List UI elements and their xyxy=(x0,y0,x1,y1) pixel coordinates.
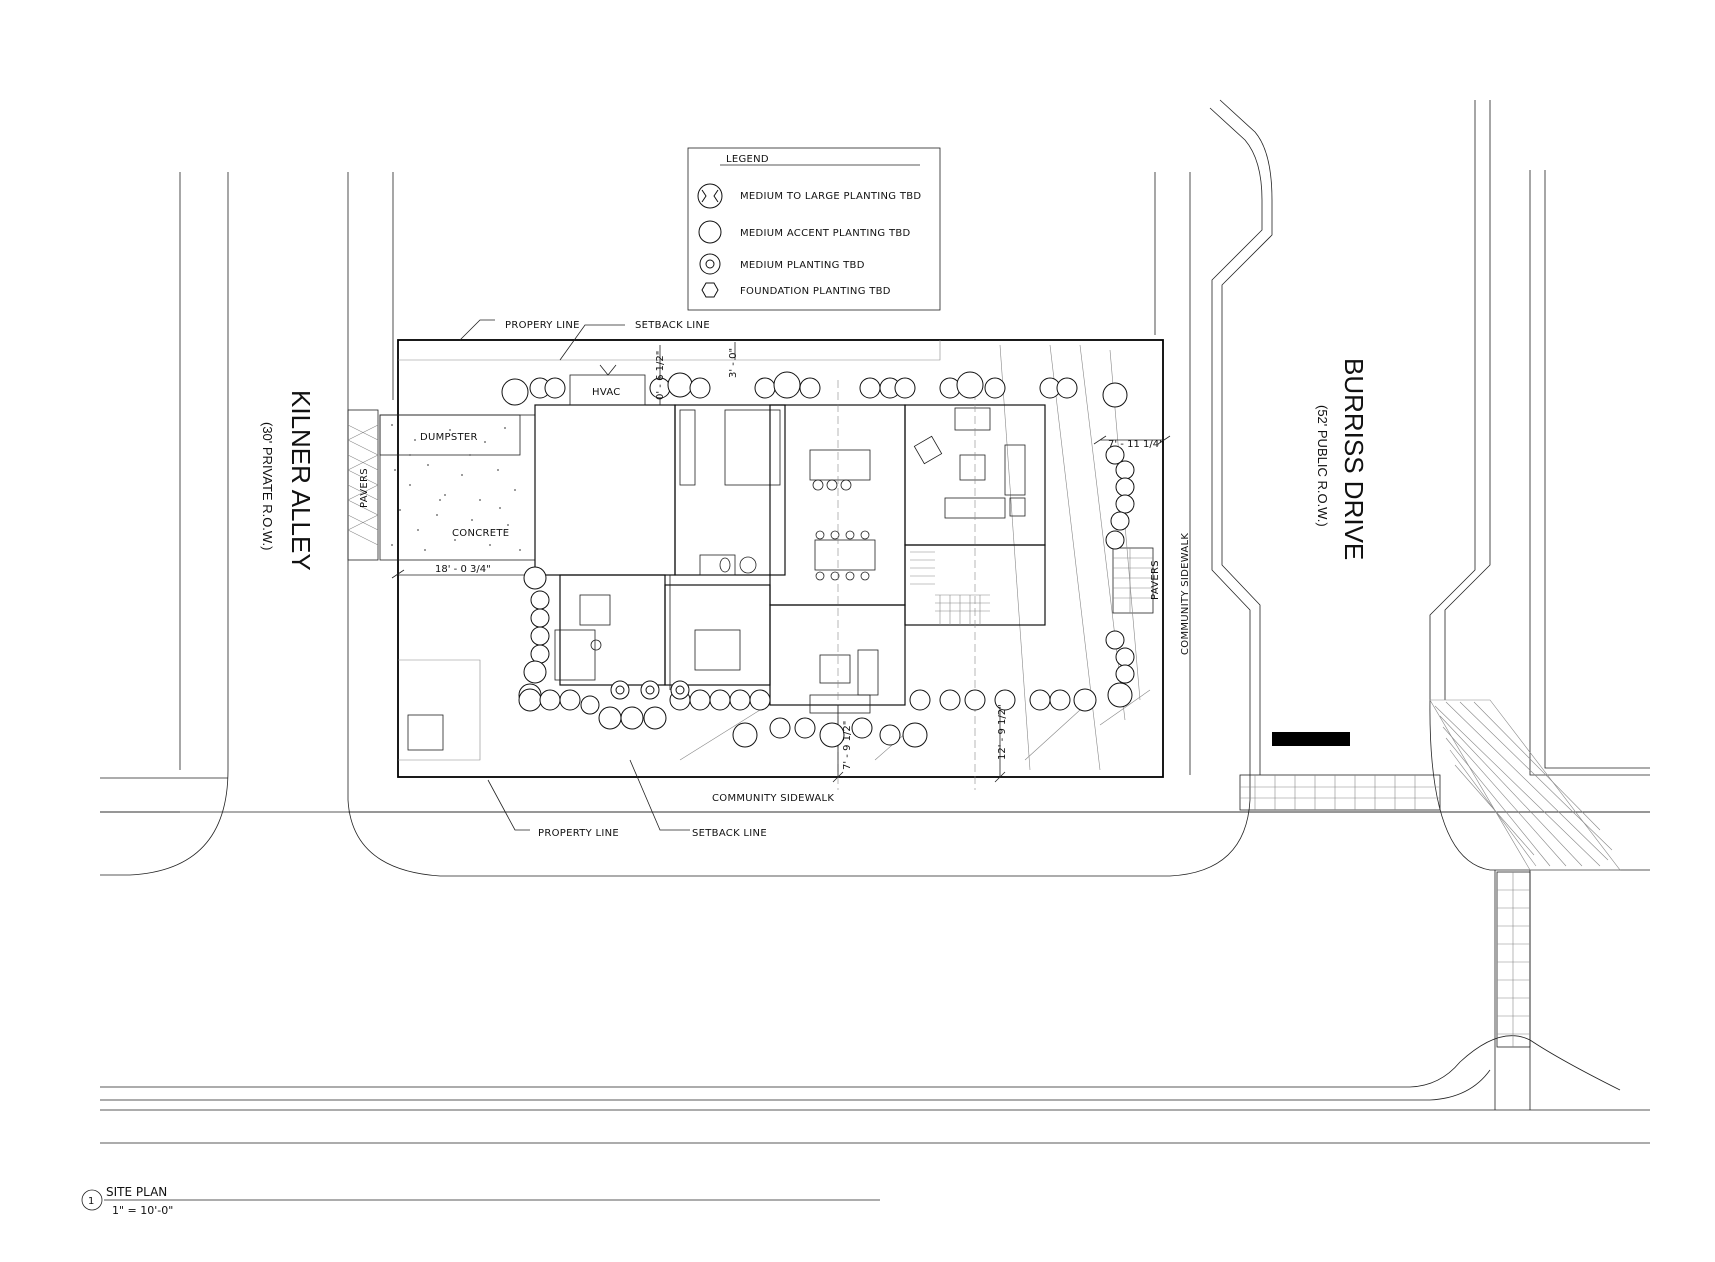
setback-line-label: SETBACK LINE xyxy=(692,828,767,839)
community-sidewalk-label: COMMUNITY SIDEWALK xyxy=(712,793,834,804)
street-name-burriss: BURRISS DRIVE xyxy=(1339,358,1369,560)
street-row-burriss: (52' PUBLIC R.O.W.) xyxy=(1315,405,1330,527)
pavers-label: PAVERS xyxy=(1150,560,1161,600)
foundation-hex-icon xyxy=(701,282,719,298)
dumpster-label: DUMPSTER xyxy=(420,432,478,443)
street-row-kilner: (30' PRIVATE R.O.W.) xyxy=(260,422,275,550)
medium-shrub-icon xyxy=(699,253,721,275)
dimension-text: 7' - 9 1/2" xyxy=(842,721,853,770)
setback-line-label: SETBACK LINE xyxy=(635,320,710,331)
street-name-kilner: KILNER ALLEY xyxy=(286,390,316,571)
legend-item-label: FOUNDATION PLANTING TBD xyxy=(740,286,891,297)
accent-circle-icon xyxy=(698,220,722,244)
drawing-number: 1 xyxy=(88,1196,94,1207)
legend-title: LEGEND xyxy=(726,154,769,165)
dimension-text: 18' - 0 3/4" xyxy=(435,564,491,575)
property-line-label: PROPERY LINE xyxy=(505,320,580,331)
drawing-title: SITE PLAN xyxy=(106,1185,167,1199)
legend-item-label: MEDIUM ACCENT PLANTING TBD xyxy=(740,228,911,239)
dimension-text: 3' - 0" xyxy=(728,348,739,378)
pavers-label: PAVERS xyxy=(359,468,370,508)
title-block: 1 SITE PLAN 1" = 10'-0" xyxy=(81,1185,880,1217)
west-planting-column xyxy=(518,566,550,707)
community-sidewalk-label: COMMUNITY SIDEWALK xyxy=(1180,533,1191,655)
lot-boundary xyxy=(397,339,1164,778)
legend: LEGEND MEDIUM TO LARGE PLANTING TBD MEDI… xyxy=(687,147,941,311)
concrete-pad xyxy=(379,414,536,561)
street-curbs xyxy=(100,99,1650,1144)
concrete-label: CONCRETE xyxy=(452,528,509,539)
dimension-text: 12' - 9 1/2" xyxy=(997,704,1008,760)
plantings xyxy=(501,371,1135,748)
paver-bands xyxy=(347,409,1531,1048)
accent-plantings xyxy=(610,680,690,700)
dimension-text: 0' - 6 1/2" xyxy=(655,351,666,400)
bottom-planting-row xyxy=(518,682,1133,748)
dimension-labels: 3' - 0" 0' - 6 1/2" 7' - 11 1/4" 18' - 0… xyxy=(435,348,1164,770)
dimension-text: 7' - 11 1/4" xyxy=(1108,439,1164,450)
large-shrub-icon xyxy=(697,183,723,209)
legend-item-label: MEDIUM PLANTING TBD xyxy=(740,260,865,271)
site-labels: PROPERY LINE SETBACK LINE HVAC DUMPSTER … xyxy=(359,320,1191,839)
building-floor-plan xyxy=(534,364,1046,790)
hvac-label: HVAC xyxy=(592,387,621,398)
east-planting-column xyxy=(1105,445,1135,684)
top-planting-row xyxy=(501,371,1128,408)
legend-item-label: MEDIUM TO LARGE PLANTING TBD xyxy=(740,191,921,202)
property-line-label: PROPERTY LINE xyxy=(538,828,619,839)
street-names: KILNER ALLEY (30' PRIVATE R.O.W.) BURRIS… xyxy=(260,358,1369,571)
drawing-scale: 1" = 10'-0" xyxy=(112,1204,173,1217)
